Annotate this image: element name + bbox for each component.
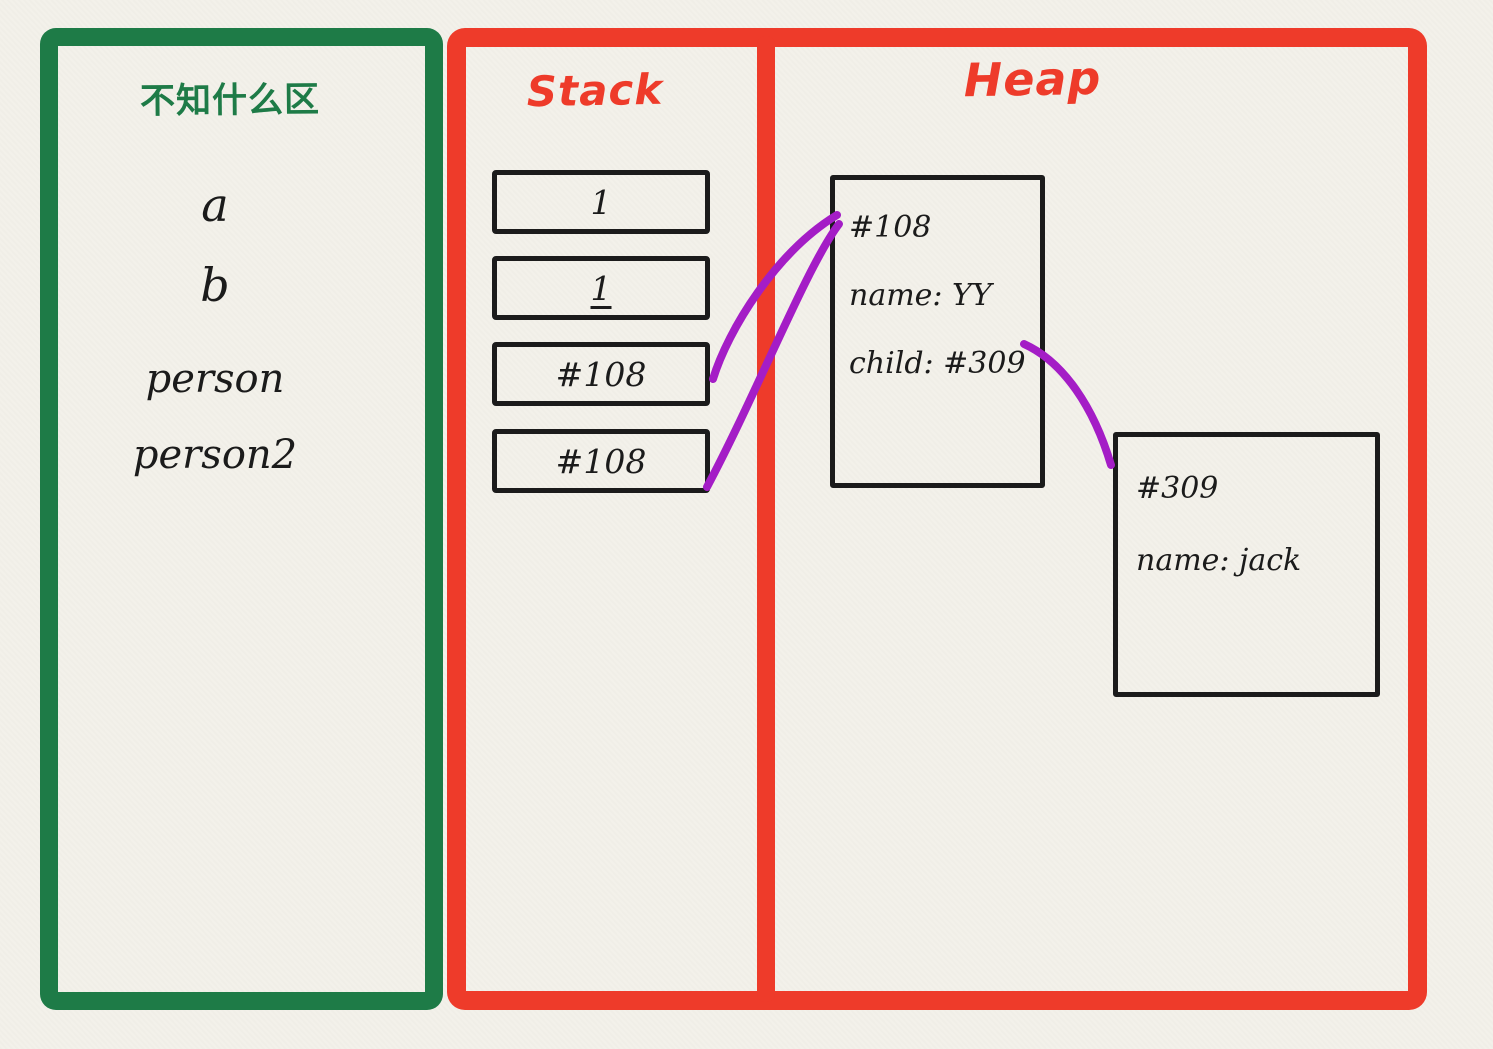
unknown-region-title: 不知什么区 (139, 80, 321, 122)
heap-object-108-name-field: name: YY (849, 278, 992, 313)
variable-b: b (200, 258, 230, 312)
heap-title: Heap (963, 50, 1102, 108)
variable-person: person (145, 356, 285, 402)
unknown-region-frame (40, 28, 443, 1010)
variable-a: a (201, 178, 229, 232)
heap-object-309-name-field: name: jack (1136, 543, 1302, 578)
stack-heap-divider (757, 36, 775, 1002)
stack-slot-a-value: 1 (590, 182, 612, 222)
stack-title: Stack (526, 64, 664, 117)
stack-slot-b: 1 (492, 256, 710, 320)
heap-object-108-id: #108 (849, 210, 932, 245)
heap-object-309-id: #309 (1136, 471, 1219, 506)
stack-slot-person2: #108 (492, 429, 710, 493)
stack-slot-b-value: 1 (590, 268, 612, 308)
stack-slot-person: #108 (492, 342, 710, 406)
stack-slot-a: 1 (492, 170, 710, 234)
heap-object-309: #309 name: jack (1113, 432, 1380, 697)
stack-heap-region-frame (447, 28, 1427, 1010)
heap-object-108-child-field: child: #309 (849, 346, 1026, 381)
variable-person2: person2 (132, 432, 298, 478)
stack-slot-person2-value: #108 (555, 441, 647, 481)
heap-object-108: #108 name: YY child: #309 (830, 175, 1045, 488)
stack-slot-person-value: #108 (555, 354, 647, 394)
